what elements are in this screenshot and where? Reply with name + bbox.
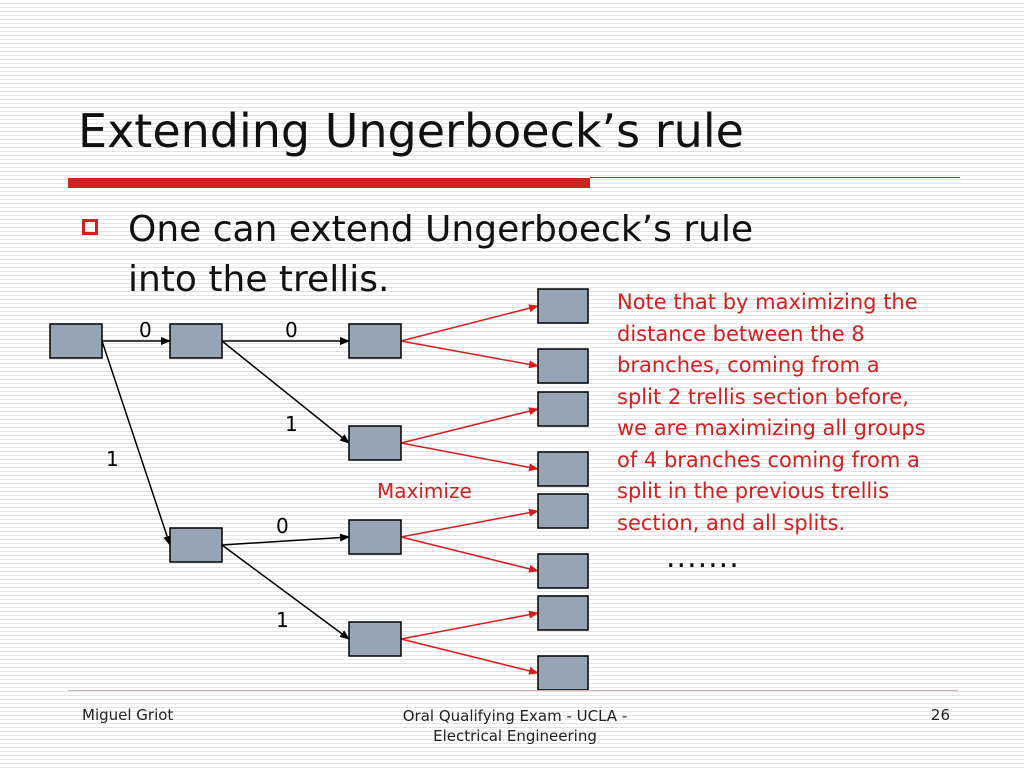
red-branch-4 <box>400 442 539 472</box>
branch-label: 0 <box>139 318 152 342</box>
red-branch-2 <box>400 340 539 369</box>
trellis-node-s3-6 <box>537 553 589 589</box>
trellis-node-s3-2 <box>537 348 589 384</box>
footer-author: Miguel Griot <box>82 706 174 724</box>
footer-divider <box>68 690 958 691</box>
ellipsis: ....... <box>666 540 740 575</box>
branch-label: 1 <box>285 412 298 436</box>
trellis-node-s3-5 <box>537 493 589 529</box>
red-branch-3 <box>400 407 539 444</box>
note-text: Note that by maximizing the distance bet… <box>617 290 926 535</box>
trellis-node-s3-7 <box>537 595 589 631</box>
trellis-node-s1-top <box>169 323 223 359</box>
red-branch-5 <box>400 508 539 538</box>
trellis-node-s3-1 <box>537 288 589 324</box>
trellis-node-s2-2 <box>348 425 402 461</box>
branch-label: 0 <box>276 514 289 538</box>
branch-label: 1 <box>276 608 289 632</box>
branch-s1a-bottom <box>221 340 350 444</box>
trellis-node-s2-4 <box>348 621 402 657</box>
branch-label: 1 <box>106 447 119 471</box>
maximize-label: Maximize <box>377 479 472 503</box>
trellis-node-root <box>49 323 103 359</box>
red-branch-8 <box>400 638 539 675</box>
footer-event: Oral Qualifying Exam - UCLA - Electrical… <box>402 707 628 745</box>
branch-s1b-top <box>221 533 350 546</box>
trellis-node-s2-3 <box>348 519 402 555</box>
trellis-node-s3-8 <box>537 655 589 691</box>
bullet-text: One can extend Ungerboeck’s rule into th… <box>128 209 754 300</box>
red-branch-7 <box>400 610 539 640</box>
square-bullet-icon <box>82 219 98 235</box>
title-underline-line <box>590 177 960 178</box>
trellis-node-s3-4 <box>537 451 589 487</box>
trellis-node-s3-3 <box>537 391 589 427</box>
branch-s1b-bottom <box>221 544 350 640</box>
slide-title: Extending Ungerboeck’s rule <box>78 104 744 158</box>
footer-page-number: 26 <box>930 706 950 724</box>
title-underline-bar <box>68 178 590 188</box>
trellis-node-s2-1 <box>348 323 402 359</box>
red-branch-6 <box>400 536 539 573</box>
branch-s0-bottom <box>101 340 171 546</box>
trellis-node-s1-bottom <box>169 527 223 563</box>
red-branch-1 <box>400 304 539 342</box>
branch-label: 0 <box>285 318 298 342</box>
